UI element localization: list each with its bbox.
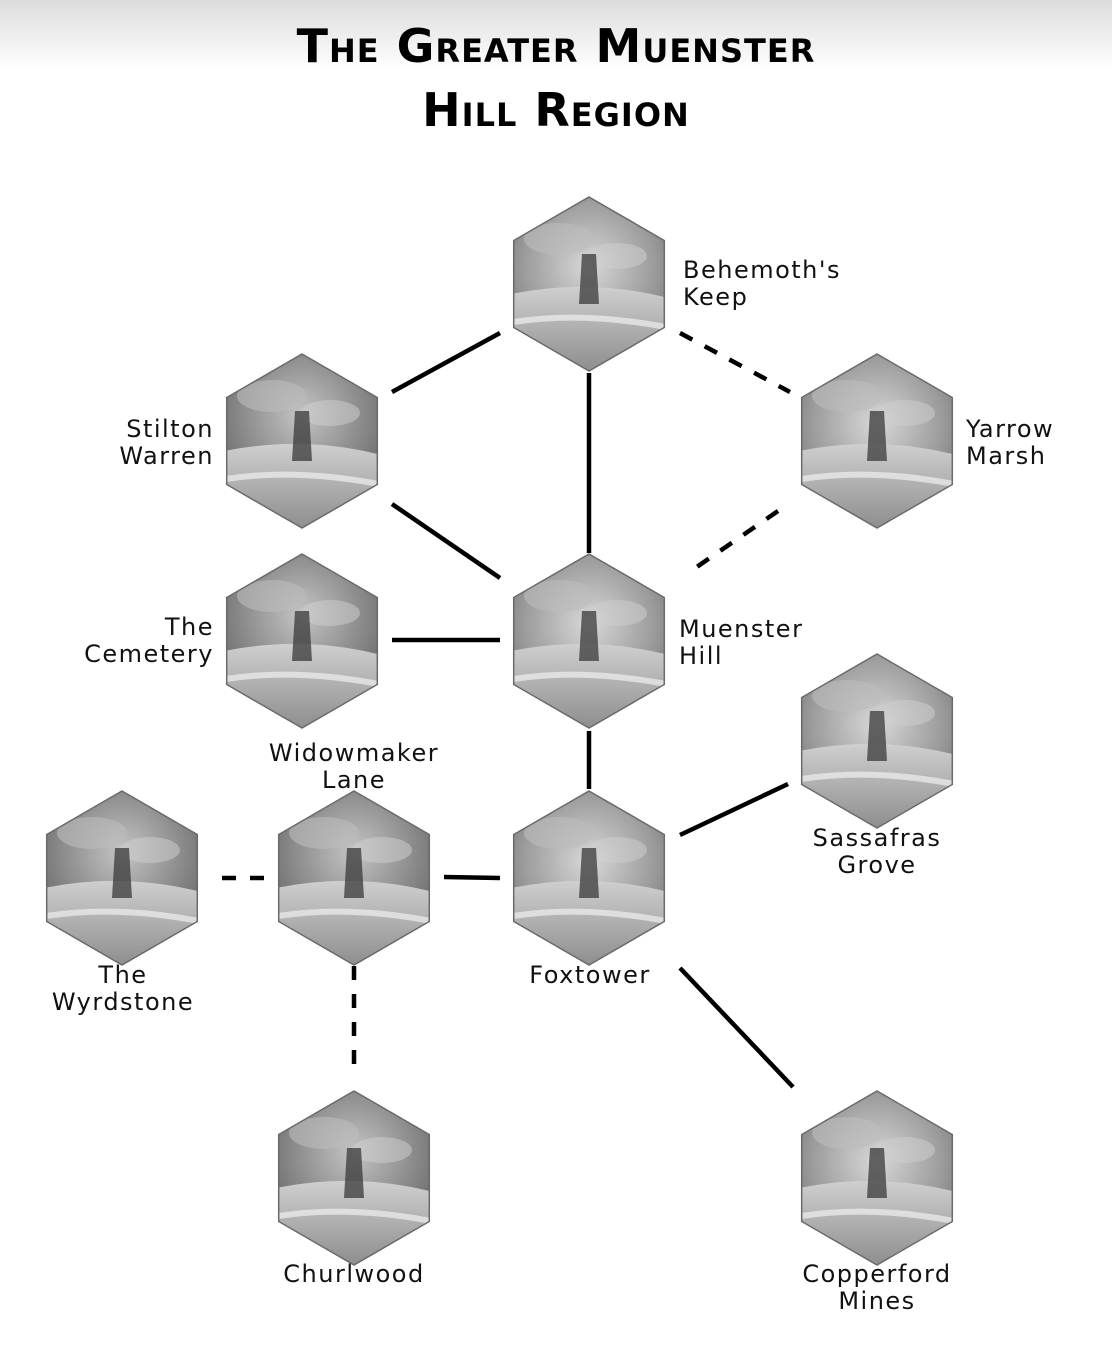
label-churlwood: Churlwood [283, 1260, 425, 1288]
hex-yarrow-marsh [801, 354, 953, 528]
header-shade [0, 0, 1112, 70]
hex-behemoths-keep [513, 197, 665, 371]
hex-border-stilton-warren [225, 353, 379, 529]
hex-border-sassafras-grove [800, 653, 954, 829]
map-title: The Greater Muenster Hill Region [0, 14, 1112, 142]
label-sassafras-grove: Sassafras Grove [812, 824, 942, 879]
hex-border-the-wyrdstone [45, 790, 199, 966]
title-line-2: Hill Region [422, 83, 690, 137]
connection-behemoths-keep-to-stilton-warren [390, 331, 502, 394]
hex-border-churlwood [277, 1090, 431, 1266]
hex-border-widowmaker-lane [277, 790, 431, 966]
hex-widowmaker-lane [278, 791, 430, 965]
hex-foxtower [513, 791, 665, 965]
label-copperford-mines: Copperford Mines [802, 1260, 952, 1315]
connection-behemoths-keep-to-yarrow-marsh [678, 331, 792, 394]
hex-sassafras-grove [801, 654, 953, 828]
connection-yarrow-marsh-to-muenster-hill [686, 509, 780, 575]
label-yarrow-marsh: Yarrow Marsh [966, 415, 1055, 470]
hex-stilton-warren [226, 354, 378, 528]
hex-churlwood [278, 1091, 430, 1265]
connection-foxtower-to-copperford-mines [678, 966, 795, 1089]
connection-stilton-warren-to-muenster-hill [390, 502, 502, 580]
title-line-1: The Greater Muenster [296, 19, 816, 73]
connection-foxtower-to-widowmaker-lane [443, 874, 501, 881]
label-behemoths-keep: Behemoth's Keep [683, 256, 841, 311]
hex-the-wyrdstone [46, 791, 198, 965]
hex-border-foxtower [512, 790, 666, 966]
location-hexes [45, 196, 954, 1266]
label-the-wyrdstone: The Wyrdstone [51, 961, 195, 1016]
hex-border-the-cemetery [225, 553, 379, 729]
connection-foxtower-to-sassafras-grove [679, 781, 789, 838]
hex-the-cemetery [226, 554, 378, 728]
hex-copperford-mines [801, 1091, 953, 1265]
connection-lines [212, 331, 795, 1089]
label-widowmaker-lane: Widowmaker Lane [268, 739, 440, 794]
hex-border-behemoths-keep [512, 196, 666, 372]
hex-border-copperford-mines [800, 1090, 954, 1266]
label-stilton-warren: Stilton Warren [119, 415, 214, 470]
hex-border-muenster-hill [512, 553, 666, 729]
hex-border-yarrow-marsh [800, 353, 954, 529]
label-muenster-hill: Muenster Hill [679, 615, 804, 670]
hex-muenster-hill [513, 554, 665, 728]
label-the-cemetery: The Cemetery [84, 613, 214, 668]
label-foxtower: Foxtower [529, 961, 651, 989]
